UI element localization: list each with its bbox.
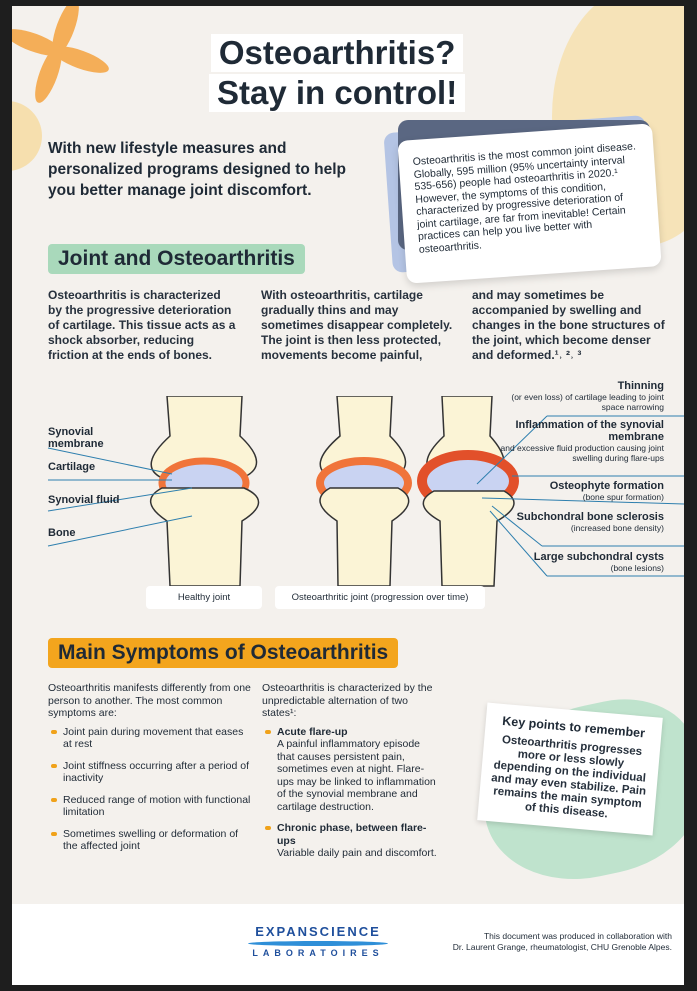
page-title: Osteoarthritis? Stay in control! xyxy=(209,34,466,114)
caption-oa-joint: Osteoarthritic joint (progression over t… xyxy=(275,586,485,609)
section-heading-joint: Joint and Osteoarthritis xyxy=(48,244,305,274)
section-heading-symptoms: Main Symptoms of Osteoarthritis xyxy=(48,638,399,668)
label-note: (bone spur formation) xyxy=(582,492,664,502)
label-title: Large subchondral cysts xyxy=(533,551,664,563)
joint-diagram xyxy=(47,396,684,587)
logo-top-text: EXPANSCIENCE xyxy=(255,924,381,939)
title-line-1: Osteoarthritis? xyxy=(210,34,464,72)
osteoarthritic-joint-illustration xyxy=(316,396,519,587)
key-points-text: Osteoarthritis progresses more or less s… xyxy=(490,733,647,821)
joint-text-col3: and may sometimes be accompanied by swel… xyxy=(472,288,665,362)
decorative-blob xyxy=(12,101,42,171)
state-title: Acute flare-up xyxy=(277,725,348,738)
label-note: (increased bone density) xyxy=(570,523,664,533)
poster: Osteoarthritis? Stay in control! With ne… xyxy=(12,6,684,985)
label-cartilage: Cartilage xyxy=(48,461,96,473)
caption-healthy-joint: Healthy joint xyxy=(146,586,262,609)
joint-text-col2: With osteoarthritis, cartilage gradually… xyxy=(261,288,453,362)
label-note: and excessive fluid production causing j… xyxy=(500,443,665,463)
label-note: (or even loss) of cartilage leading to j… xyxy=(511,392,664,412)
symptom-list: Joint pain during movement that eases at… xyxy=(48,726,253,853)
decorative-flower-icon xyxy=(12,6,109,103)
label-cysts: Large subchondral cysts(bone lesions) xyxy=(492,551,664,573)
state-text: Variable daily pain and discomfort. xyxy=(277,847,437,859)
label-title: Osteophyte formation xyxy=(549,480,664,492)
label-title: Thinning xyxy=(617,380,664,392)
label-bone: Bone xyxy=(48,527,76,539)
label-note: (bone lesions) xyxy=(610,563,664,573)
list-item: Sometimes swelling or deformation of the… xyxy=(48,828,253,853)
label-synovial-membrane: Synovial membrane xyxy=(48,426,104,450)
list-item: Joint stiffness occurring after a period… xyxy=(48,760,253,785)
label-sclerosis: Subchondral bone sclerosis(increased bon… xyxy=(492,511,664,533)
intro-text: With new lifestyle measures and personal… xyxy=(48,140,346,199)
symptoms-intro: Osteoarthritis manifests differently fro… xyxy=(48,682,251,719)
logo-bottom-text: LABORATOIRES xyxy=(252,948,384,958)
label-title: Inflammation of the synovial membrane xyxy=(515,419,664,443)
expanscience-logo: EXPANSCIENCE LABORATOIRES xyxy=(248,924,388,958)
title-line-2: Stay in control! xyxy=(209,74,466,112)
info-card-text: Osteoarthritis is the most common joint … xyxy=(397,123,662,284)
state-text: A painful inflammatory episode that caus… xyxy=(277,738,436,813)
label-leader-lines xyxy=(47,415,684,577)
label-synovial-fluid: Synovial fluid xyxy=(48,494,120,506)
footer-credit: This document was produced in collaborat… xyxy=(453,931,672,953)
label-title: Subchondral bone sclerosis xyxy=(516,511,664,523)
label-thinning: Thinning(or even loss) of cartilage lead… xyxy=(492,380,664,412)
states-column: Osteoarthritis is characterized by the u… xyxy=(262,682,437,869)
healthy-joint-illustration xyxy=(150,396,260,587)
symptoms-column: Osteoarthritis manifests differently fro… xyxy=(48,682,253,862)
label-osteophyte: Osteophyte formation(bone spur formation… xyxy=(492,480,664,502)
info-card: Osteoarthritis is the most common joint … xyxy=(383,115,662,284)
list-item: Joint pain during movement that eases at… xyxy=(48,726,253,751)
states-intro: Osteoarthritis is characterized by the u… xyxy=(262,682,433,719)
joint-text-col1: Osteoarthritis is characterized by the p… xyxy=(48,288,236,362)
list-item: Reduced range of motion with functional … xyxy=(48,794,253,819)
credit-line: This document was produced in collaborat… xyxy=(483,931,672,941)
key-points-card: Key points to remember Osteoarthritis pr… xyxy=(477,702,663,836)
logo-swoosh xyxy=(248,941,388,946)
credit-line: Dr. Laurent Grange, rheumatologist, CHU … xyxy=(452,942,672,952)
state-title: Chronic phase, between flare-ups xyxy=(277,822,427,847)
